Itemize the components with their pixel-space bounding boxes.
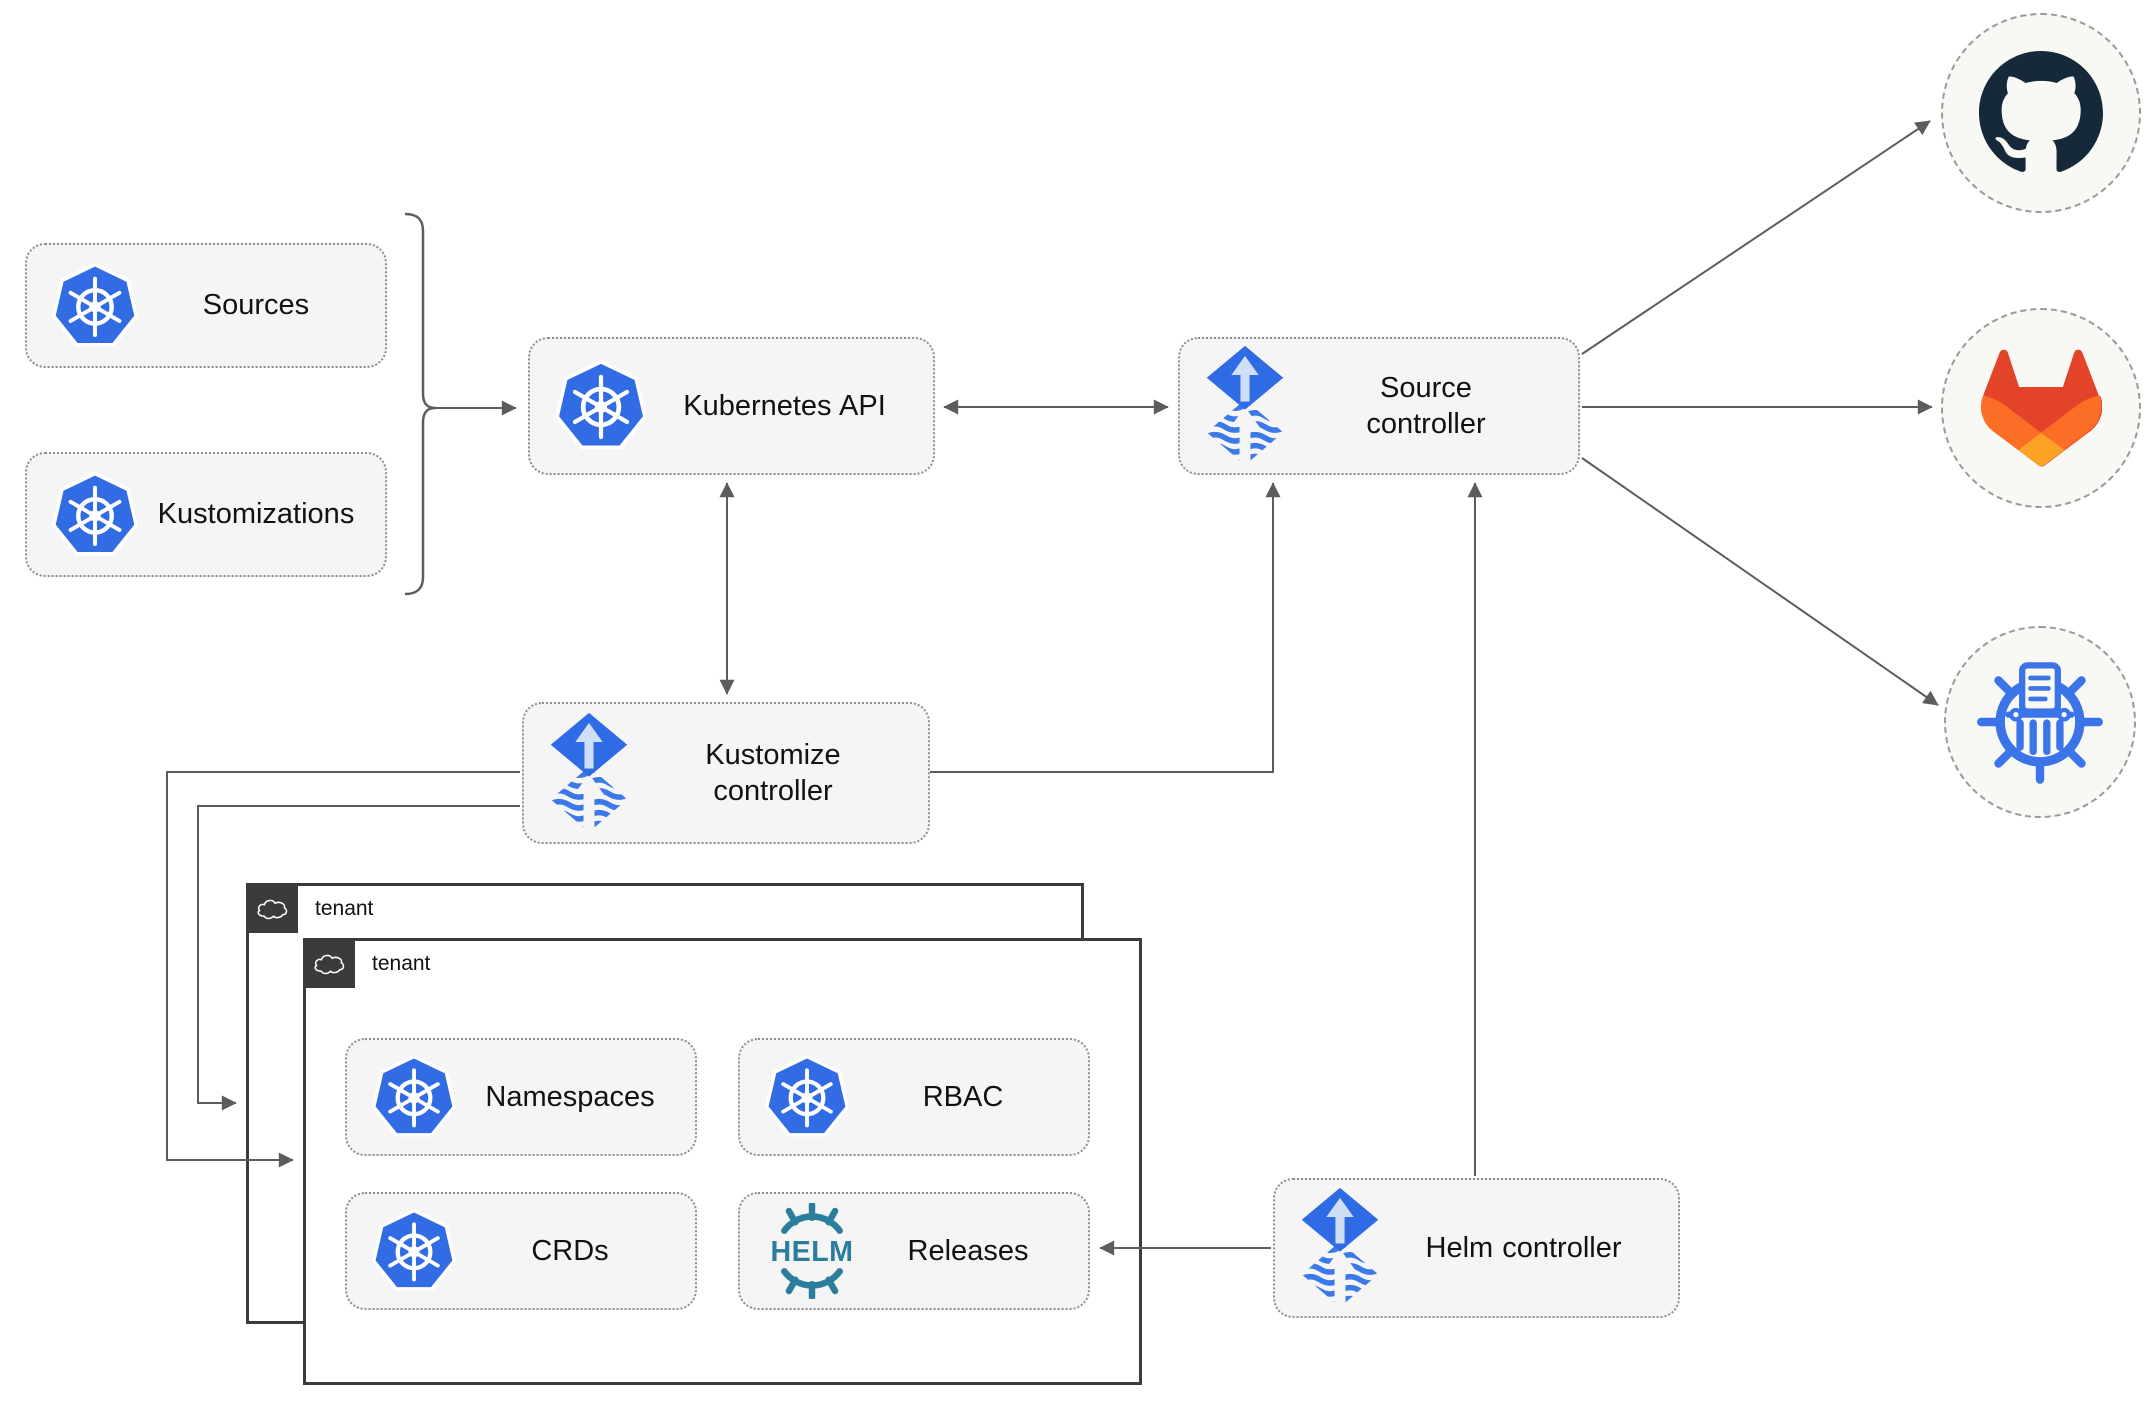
cloud-icon (313, 952, 345, 975)
kubernetes-icon (51, 262, 139, 350)
node-helm-controller: Helm controller (1273, 1178, 1680, 1318)
node-sources: Sources (25, 243, 387, 368)
node-label: RBAC (922, 1080, 1004, 1113)
node-kustomize-controller: Kustomize controller (522, 702, 930, 844)
node-label: Kustomize controller (705, 738, 841, 807)
flux-icon (1299, 1187, 1381, 1309)
chart-repository-icon (1975, 657, 2105, 787)
node-rbac: RBAC (738, 1038, 1090, 1156)
node-label: Source controller (1366, 371, 1486, 440)
node-label: Releases (907, 1234, 1029, 1267)
node-namespaces: Namespaces (345, 1038, 697, 1156)
edge-source-to-helm-repository (1581, 457, 1939, 706)
node-kubernetes-api: Kubernetes API (528, 337, 935, 475)
node-kustomizations: Kustomizations (25, 452, 387, 577)
cloud-icon (256, 897, 288, 920)
tenant-tab (246, 883, 298, 933)
external-gitlab (1941, 308, 2141, 508)
kubernetes-icon (371, 1054, 457, 1140)
tenant-box-front: tenant (303, 938, 1142, 1385)
helm-wordmark: HELM (771, 1236, 854, 1268)
node-label: Sources (202, 289, 310, 322)
tenant-label: tenant (315, 897, 374, 920)
kubernetes-icon (51, 471, 139, 559)
flux-icon (548, 712, 630, 834)
edge-source-to-github (1581, 120, 1931, 355)
kubernetes-icon (764, 1054, 850, 1140)
grouping-brace (404, 212, 436, 596)
node-crds: CRDs (345, 1192, 697, 1310)
node-label: CRDs (531, 1234, 609, 1267)
external-helm-repository (1944, 626, 2136, 818)
kubernetes-icon (371, 1208, 457, 1294)
gitlab-icon (1980, 347, 2102, 469)
external-github (1941, 13, 2141, 213)
node-label: Helm controller (1425, 1231, 1622, 1264)
node-label: Kubernetes API (683, 389, 886, 422)
node-label: Kustomizations (157, 498, 355, 531)
kubernetes-icon (554, 359, 648, 453)
node-source-controller: Source controller (1178, 337, 1580, 475)
tenant-label: tenant (372, 952, 431, 975)
node-label: Namespaces (485, 1080, 655, 1113)
node-releases: HELM Releases (738, 1192, 1090, 1310)
github-icon (1979, 51, 2103, 175)
flux-icon (1204, 345, 1286, 467)
tenant-tab (303, 938, 355, 988)
edge-kustomize-to-source-controller (930, 482, 1281, 773)
helm-icon: HELM (764, 1203, 860, 1299)
